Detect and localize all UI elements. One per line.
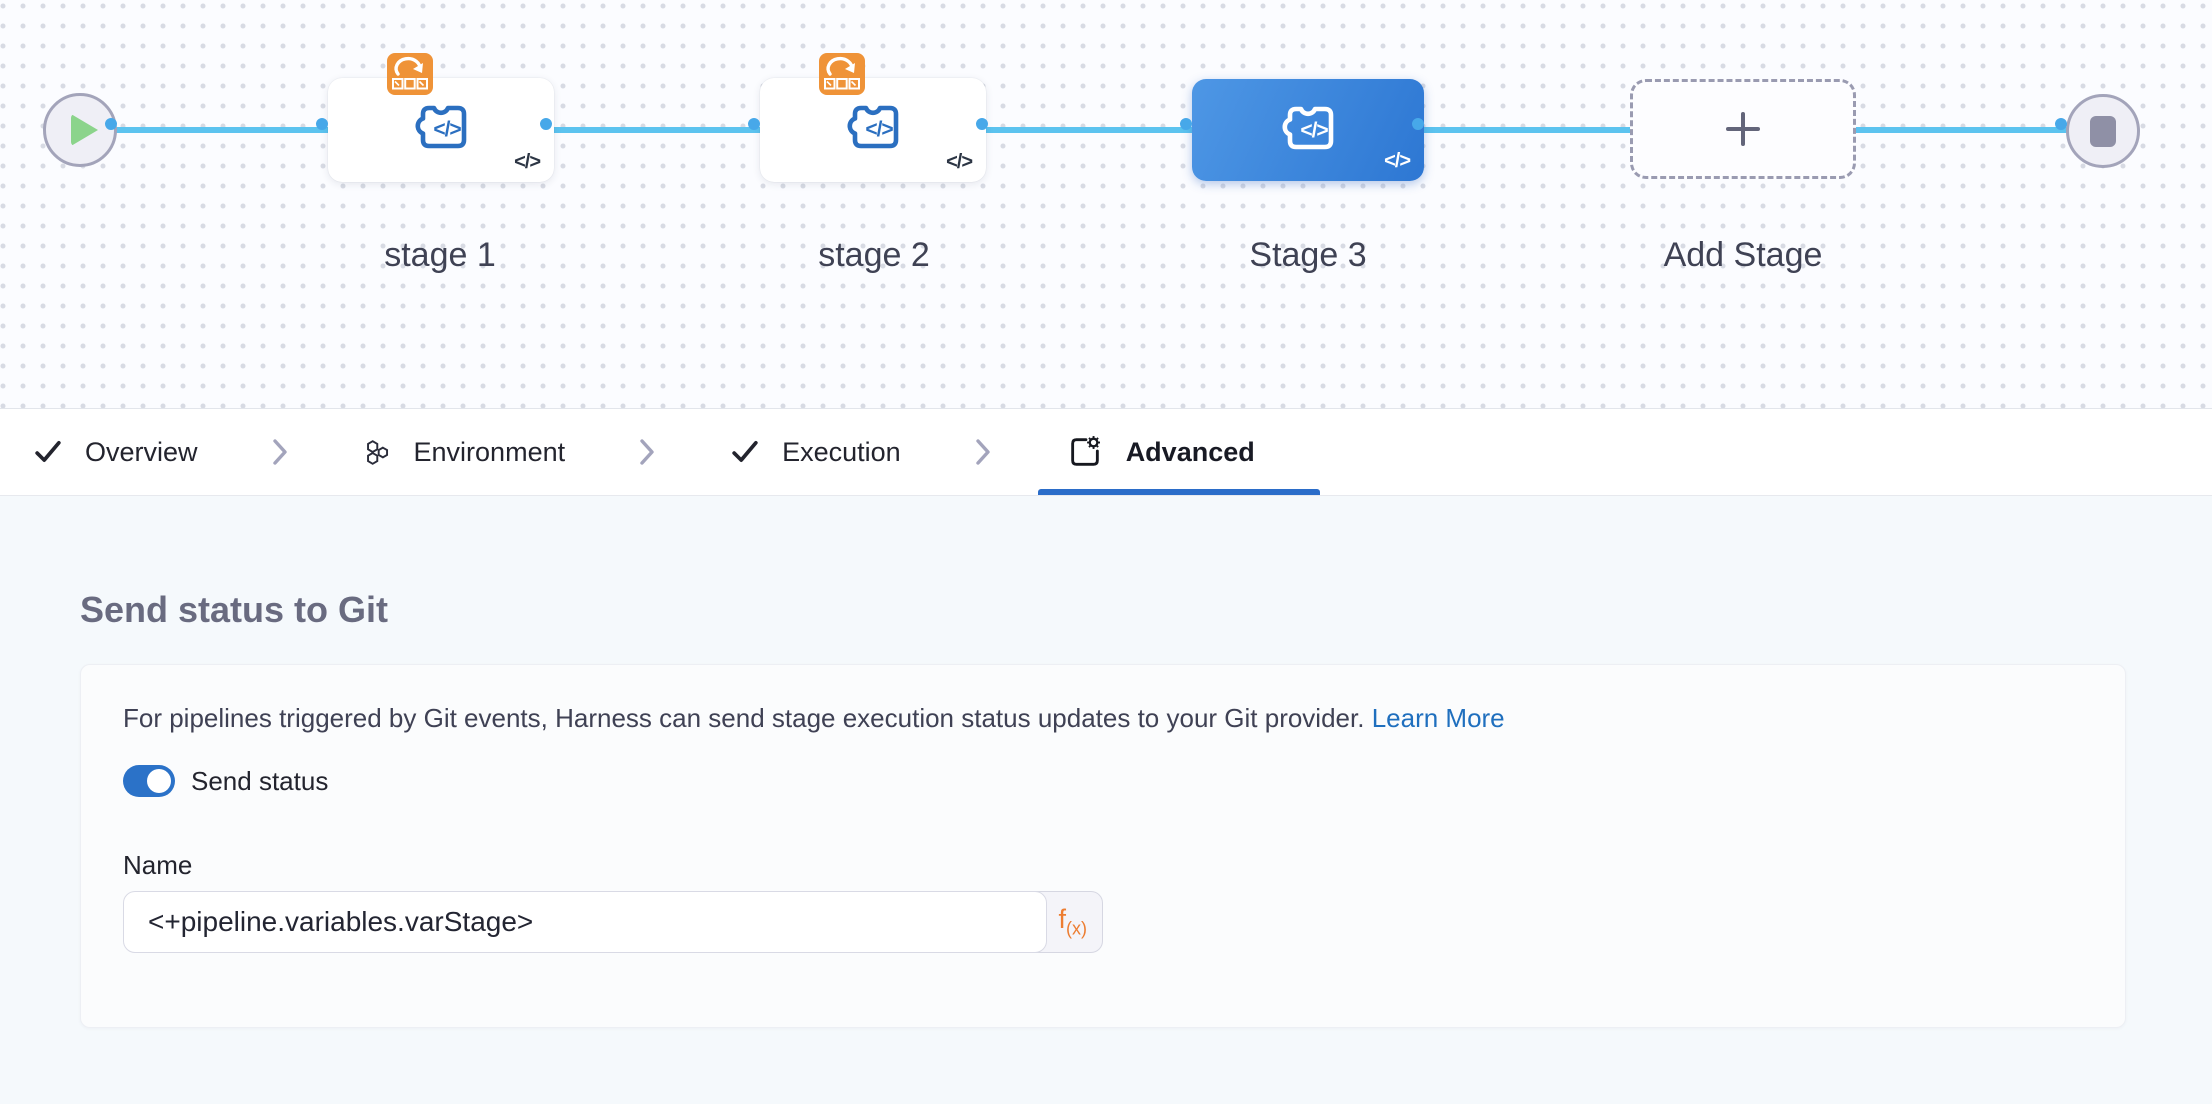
custom-stage-icon: </> <box>413 103 469 151</box>
add-stage-button[interactable] <box>1630 79 1856 179</box>
port <box>316 118 328 130</box>
tab-label: Advanced <box>1125 436 1255 467</box>
check-icon <box>35 440 61 462</box>
send-status-toggle-row: Send status <box>123 765 328 797</box>
tab-execution[interactable]: Execution <box>730 437 901 468</box>
rolling-strategy-badge-icon <box>387 53 433 95</box>
plus-icon <box>1726 112 1760 146</box>
name-input[interactable] <box>123 891 1047 953</box>
pipeline-end-node <box>2066 94 2140 168</box>
code-glyph: </> <box>433 118 461 141</box>
tab-label: Overview <box>85 436 198 467</box>
name-input-group: f(x) <box>123 891 1103 953</box>
toggle-knob <box>147 769 171 793</box>
code-glyph: </> <box>1300 119 1328 142</box>
active-tab-underline <box>1038 489 1320 495</box>
connector-line <box>110 127 2070 133</box>
add-stage-label: Add Stage <box>1663 236 1823 274</box>
stage-node-1[interactable]: </> </> <box>328 53 554 182</box>
chevron-right-icon <box>640 439 654 465</box>
code-glyph: </> <box>865 118 893 141</box>
description-text: For pipelines triggered by Git events, H… <box>123 703 1505 734</box>
port <box>1180 118 1192 130</box>
port <box>105 118 117 130</box>
custom-stage-icon: </> <box>845 103 901 151</box>
hexagons-icon <box>366 439 388 465</box>
chevron-right-icon <box>975 439 990 465</box>
play-icon <box>70 114 98 146</box>
port <box>976 118 988 130</box>
send-status-card: For pipelines triggered by Git events, H… <box>80 664 2126 1028</box>
port <box>2055 118 2067 130</box>
tab-advanced[interactable]: Advanced <box>1066 433 1255 471</box>
port <box>540 118 552 130</box>
yaml-code-tag: </> <box>514 151 541 173</box>
advanced-tab-content: Send status to Git For pipelines trigger… <box>0 497 2212 1104</box>
name-field-label: Name <box>123 850 193 880</box>
stage-label: stage 2 <box>818 236 930 274</box>
section-title: Send status to Git <box>80 589 389 630</box>
fx-icon: f(x) <box>1058 904 1087 939</box>
learn-more-link[interactable]: Learn More <box>1371 703 1505 733</box>
yaml-code-tag: </> <box>1384 150 1411 172</box>
tab-environment[interactable]: Environment <box>363 436 566 468</box>
pipeline-canvas: </> </> </> </> <box>0 0 2212 409</box>
check-icon <box>732 440 758 462</box>
stage-label: stage 1 <box>384 236 496 274</box>
chevron-right-icon <box>272 439 287 465</box>
send-status-toggle[interactable] <box>123 765 175 797</box>
stage-node-2[interactable]: </> </> <box>760 53 986 182</box>
port <box>1412 118 1424 130</box>
stage-node-3-selected[interactable]: </> </> <box>1192 79 1424 181</box>
tab-overview[interactable]: Overview <box>33 437 198 468</box>
tab-label: Execution <box>782 436 901 467</box>
custom-stage-icon: </> <box>1280 104 1336 152</box>
toggle-label: Send status <box>191 765 329 796</box>
tab-label: Environment <box>413 436 566 467</box>
stop-icon <box>2090 115 2116 147</box>
stage-config-tabbar: Overview Environment Execution <box>0 409 2212 496</box>
description-body: For pipelines triggered by Git events, H… <box>123 703 1365 733</box>
port <box>748 118 760 130</box>
file-gear-icon <box>1070 436 1100 466</box>
yaml-code-tag: </> <box>946 151 973 173</box>
rolling-strategy-badge-icon <box>819 53 865 95</box>
pipeline-start-node <box>43 93 117 167</box>
stage-label: Stage 3 <box>1249 236 1367 274</box>
